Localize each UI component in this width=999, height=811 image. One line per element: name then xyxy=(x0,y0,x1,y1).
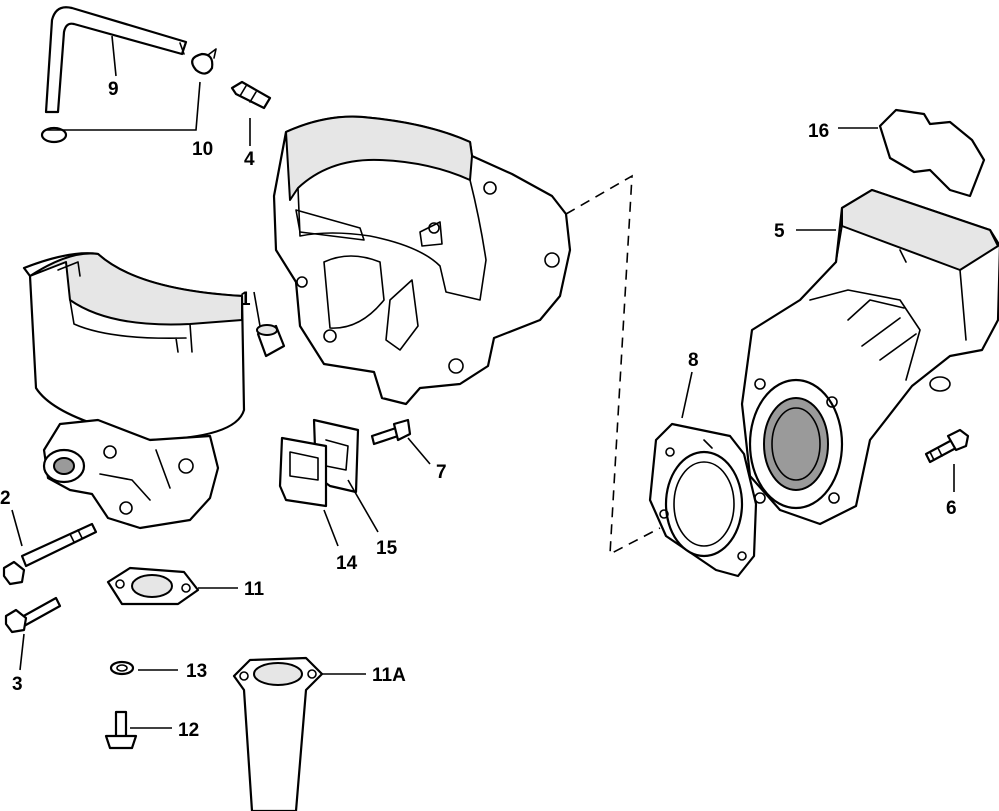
callout-2: 2 xyxy=(0,488,11,509)
part-11-adapter xyxy=(106,566,200,606)
callout-10: 10 xyxy=(192,139,213,160)
leader-lines xyxy=(11,35,955,729)
callout-11a: 11A xyxy=(372,665,406,686)
callout-9: 9 xyxy=(108,79,119,100)
callout-6: 6 xyxy=(946,498,957,519)
part-5-exhaust-housing xyxy=(740,188,999,526)
callout-14: 14 xyxy=(336,553,358,574)
callout-13: 13 xyxy=(186,661,207,682)
callout-15: 15 xyxy=(376,538,398,559)
callout-4: 4 xyxy=(244,149,255,170)
part-1-bushing xyxy=(256,324,286,358)
part-6-screw xyxy=(924,428,970,464)
part-8-gasket xyxy=(648,422,758,578)
crankcase-half-left xyxy=(22,252,246,530)
crankcase-half-right xyxy=(272,115,572,406)
callout-8: 8 xyxy=(688,350,699,371)
part-9-hose xyxy=(44,6,188,114)
part-16-gasket xyxy=(878,108,986,198)
part-12-screw xyxy=(104,710,138,750)
assembly-dashed-line xyxy=(565,174,661,556)
part-7-screw xyxy=(370,418,412,446)
part-14-15-reed-plates xyxy=(278,418,360,508)
callout-16: 16 xyxy=(808,121,829,142)
callout-labels: 9 10 4 1 7 15 14 2 3 11 13 12 11A 8 6 5 … xyxy=(0,79,957,741)
callout-7: 7 xyxy=(436,462,447,483)
callout-12: 12 xyxy=(178,720,199,741)
part-3-bolt xyxy=(4,596,62,634)
part-13-washer xyxy=(109,660,135,676)
part-2-bolt xyxy=(2,522,98,586)
callout-11: 11 xyxy=(244,579,265,600)
part-4-pin xyxy=(230,80,272,110)
callout-5: 5 xyxy=(774,221,785,242)
callout-1: 1 xyxy=(240,289,251,310)
part-10-clamp xyxy=(40,48,217,144)
callout-3: 3 xyxy=(12,674,23,695)
part-11a-adapter-tube xyxy=(232,656,324,811)
